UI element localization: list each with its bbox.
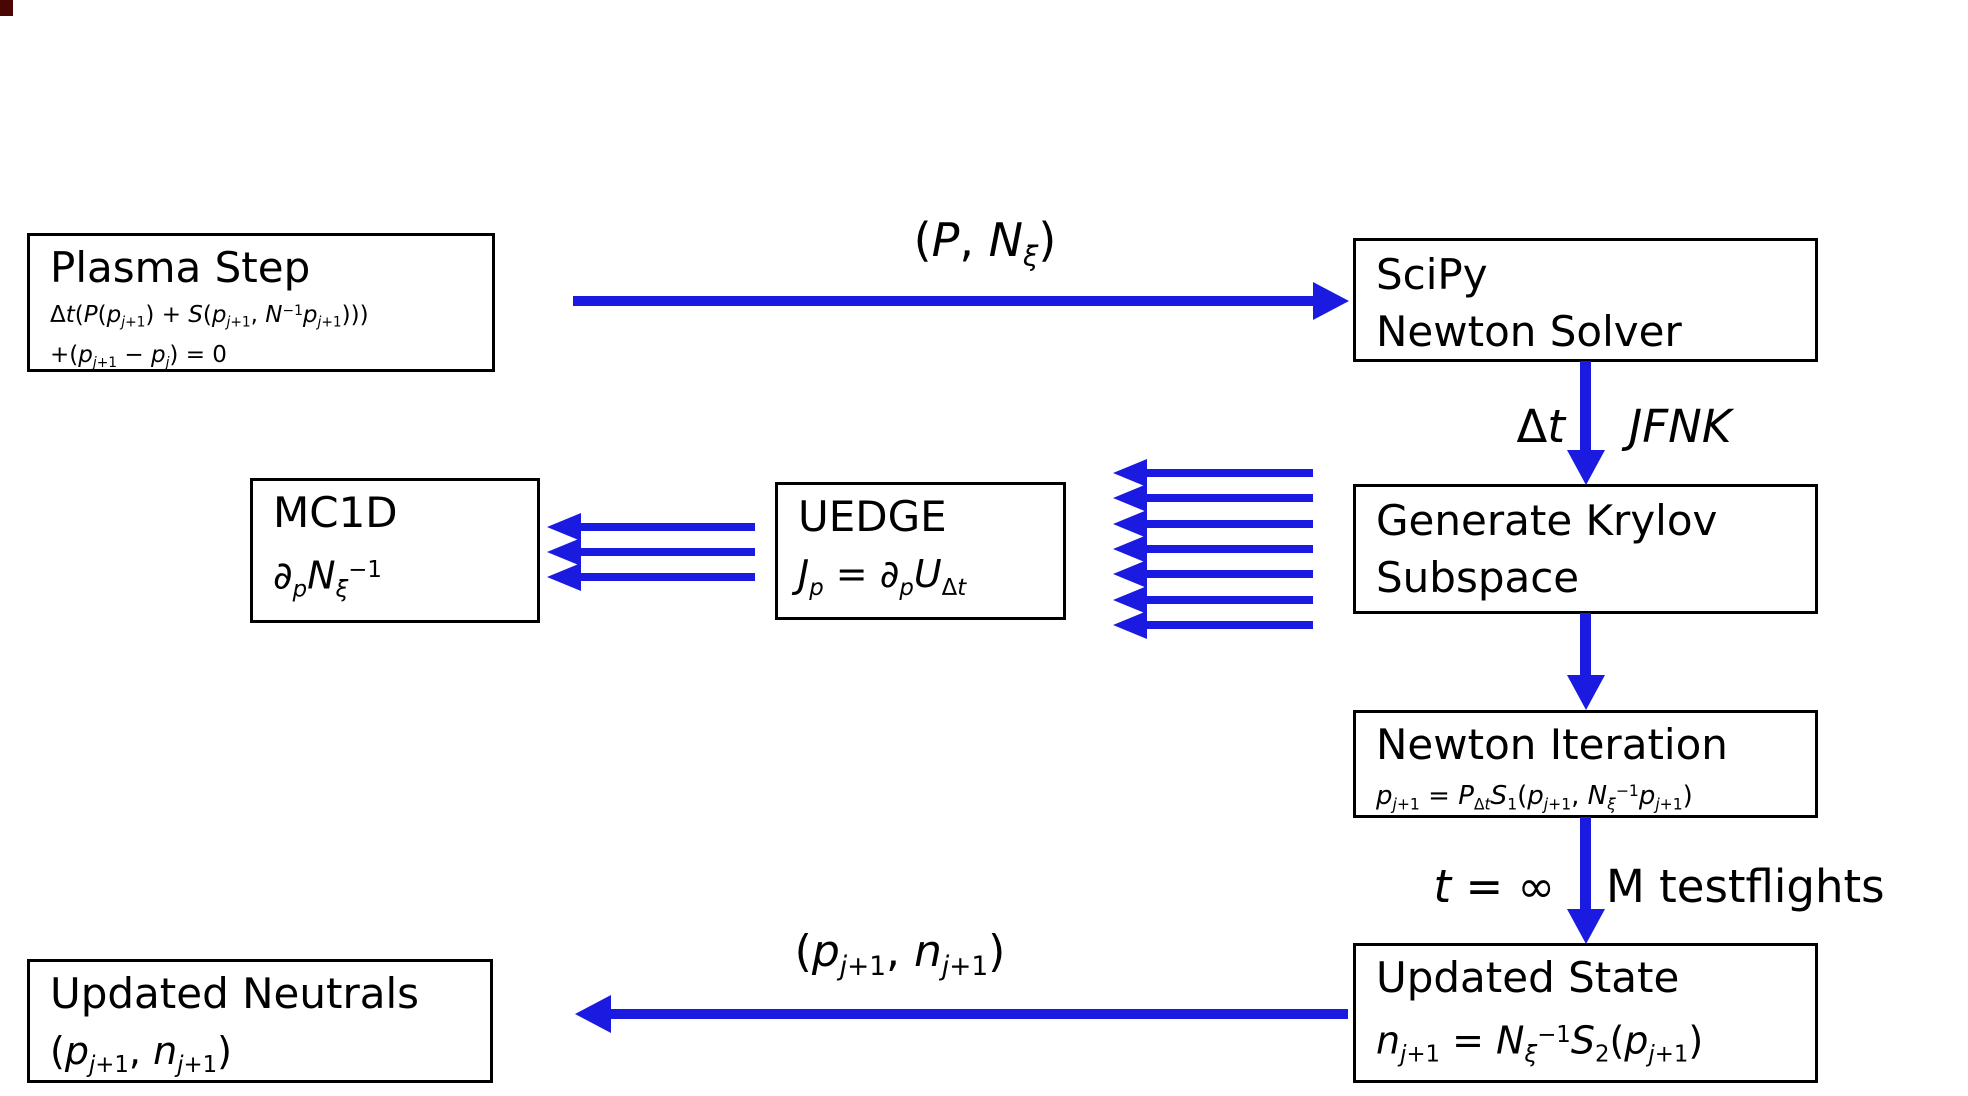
newton-iteration-title: Newton Iteration bbox=[1376, 720, 1728, 769]
arrow-krylov-to-uedge-1 bbox=[1147, 469, 1313, 477]
uedge-formula: Jp = ∂pUΔt bbox=[798, 552, 967, 601]
uedge-title: UEDGE bbox=[798, 492, 947, 541]
arrowhead-krylov-to-uedge-3 bbox=[1113, 510, 1147, 538]
mc1d-box: MC1D ∂pNξ−1 bbox=[250, 478, 540, 623]
scipy-title-line2: Newton Solver bbox=[1376, 307, 1682, 356]
arrow-uedge-to-mc1d-3 bbox=[581, 573, 755, 581]
edge-label-m-testflights: M testflights bbox=[1606, 860, 1885, 913]
krylov-title-line2: Subspace bbox=[1376, 553, 1580, 602]
updated-neutrals-title: Updated Neutrals bbox=[50, 969, 420, 1018]
edge-label-jfnk: JFNK bbox=[1629, 400, 1732, 453]
updated-neutrals-box: Updated Neutrals (pj+1, nj+1) bbox=[27, 959, 493, 1083]
arrowhead-krylov-to-uedge-1 bbox=[1113, 459, 1147, 487]
arrow-krylov-to-uedge-5 bbox=[1147, 570, 1313, 578]
arrow-uedge-to-mc1d-1 bbox=[581, 523, 755, 531]
arrowhead-krylov-to-uedge-7 bbox=[1113, 611, 1147, 639]
plasma-step-formula-line2: +(pj+1 − pj) = 0 bbox=[50, 341, 227, 371]
arrow-plasma-to-scipy bbox=[573, 296, 1313, 306]
krylov-title-line1: Generate Krylov bbox=[1376, 496, 1718, 545]
arrowhead-scipy-to-krylov bbox=[1567, 450, 1605, 485]
corner-artifact bbox=[0, 0, 13, 16]
arrow-krylov-to-newton bbox=[1580, 613, 1591, 676]
updated-state-box: Updated State nj+1 = Nξ−1S2(pj+1) bbox=[1353, 943, 1818, 1083]
plasma-step-title: Plasma Step bbox=[50, 243, 311, 292]
arrow-krylov-to-uedge-2 bbox=[1147, 494, 1313, 502]
edge-label-p-n-update: (pj+1, nj+1) bbox=[794, 926, 1006, 983]
updated-state-title: Updated State bbox=[1376, 953, 1680, 1002]
arrow-krylov-to-uedge-7 bbox=[1147, 621, 1313, 629]
arrowhead-krylov-to-newton bbox=[1567, 675, 1605, 710]
edge-label-delta-t: Δt bbox=[1516, 400, 1565, 453]
plasma-step-box: Plasma Step Δt(P(pj+1) + S(pj+1, N−1pj+1… bbox=[27, 233, 495, 372]
arrowhead-plasma-to-scipy bbox=[1313, 282, 1349, 320]
uedge-box: UEDGE Jp = ∂pUΔt bbox=[775, 482, 1066, 620]
plasma-step-formula-line1: Δt(P(pj+1) + S(pj+1, N−1pj+1))) bbox=[50, 301, 369, 331]
newton-iteration-formula: pj+1 = PΔtS1(pj+1, Nξ−1pj+1) bbox=[1376, 780, 1693, 814]
arrowhead-uedge-to-mc1d-2 bbox=[547, 538, 581, 566]
generate-krylov-box: Generate Krylov Subspace bbox=[1353, 484, 1818, 614]
arrowhead-krylov-to-uedge-5 bbox=[1113, 560, 1147, 588]
arrow-state-to-neutrals bbox=[611, 1009, 1348, 1019]
edge-label-p-nxi: (P, Nξ) bbox=[913, 213, 1057, 273]
arrow-krylov-to-uedge-6 bbox=[1147, 596, 1313, 604]
mc1d-title: MC1D bbox=[273, 488, 398, 537]
arrow-scipy-to-krylov bbox=[1580, 361, 1591, 451]
scipy-newton-solver-box: SciPy Newton Solver bbox=[1353, 238, 1818, 362]
edge-label-t-infinity: t = ∞ bbox=[1433, 860, 1555, 913]
arrowhead-uedge-to-mc1d-3 bbox=[547, 563, 581, 591]
arrowhead-krylov-to-uedge-4 bbox=[1113, 535, 1147, 563]
arrowhead-newton-to-state bbox=[1567, 909, 1605, 944]
arrow-krylov-to-uedge-3 bbox=[1147, 520, 1313, 528]
arrowhead-krylov-to-uedge-6 bbox=[1113, 586, 1147, 614]
updated-state-formula: nj+1 = Nξ−1S2(pj+1) bbox=[1376, 1018, 1704, 1068]
arrow-krylov-to-uedge-4 bbox=[1147, 545, 1313, 553]
arrowhead-uedge-to-mc1d-1 bbox=[547, 513, 581, 541]
updated-neutrals-formula: (pj+1, nj+1) bbox=[50, 1029, 232, 1078]
arrow-uedge-to-mc1d-2 bbox=[581, 548, 755, 556]
arrow-newton-to-state bbox=[1580, 817, 1591, 910]
scipy-title-line1: SciPy bbox=[1376, 250, 1488, 299]
arrowhead-krylov-to-uedge-2 bbox=[1113, 484, 1147, 512]
mc1d-formula: ∂pNξ−1 bbox=[273, 553, 382, 603]
arrowhead-state-to-neutrals bbox=[575, 995, 611, 1033]
newton-iteration-box: Newton Iteration pj+1 = PΔtS1(pj+1, Nξ−1… bbox=[1353, 710, 1818, 818]
